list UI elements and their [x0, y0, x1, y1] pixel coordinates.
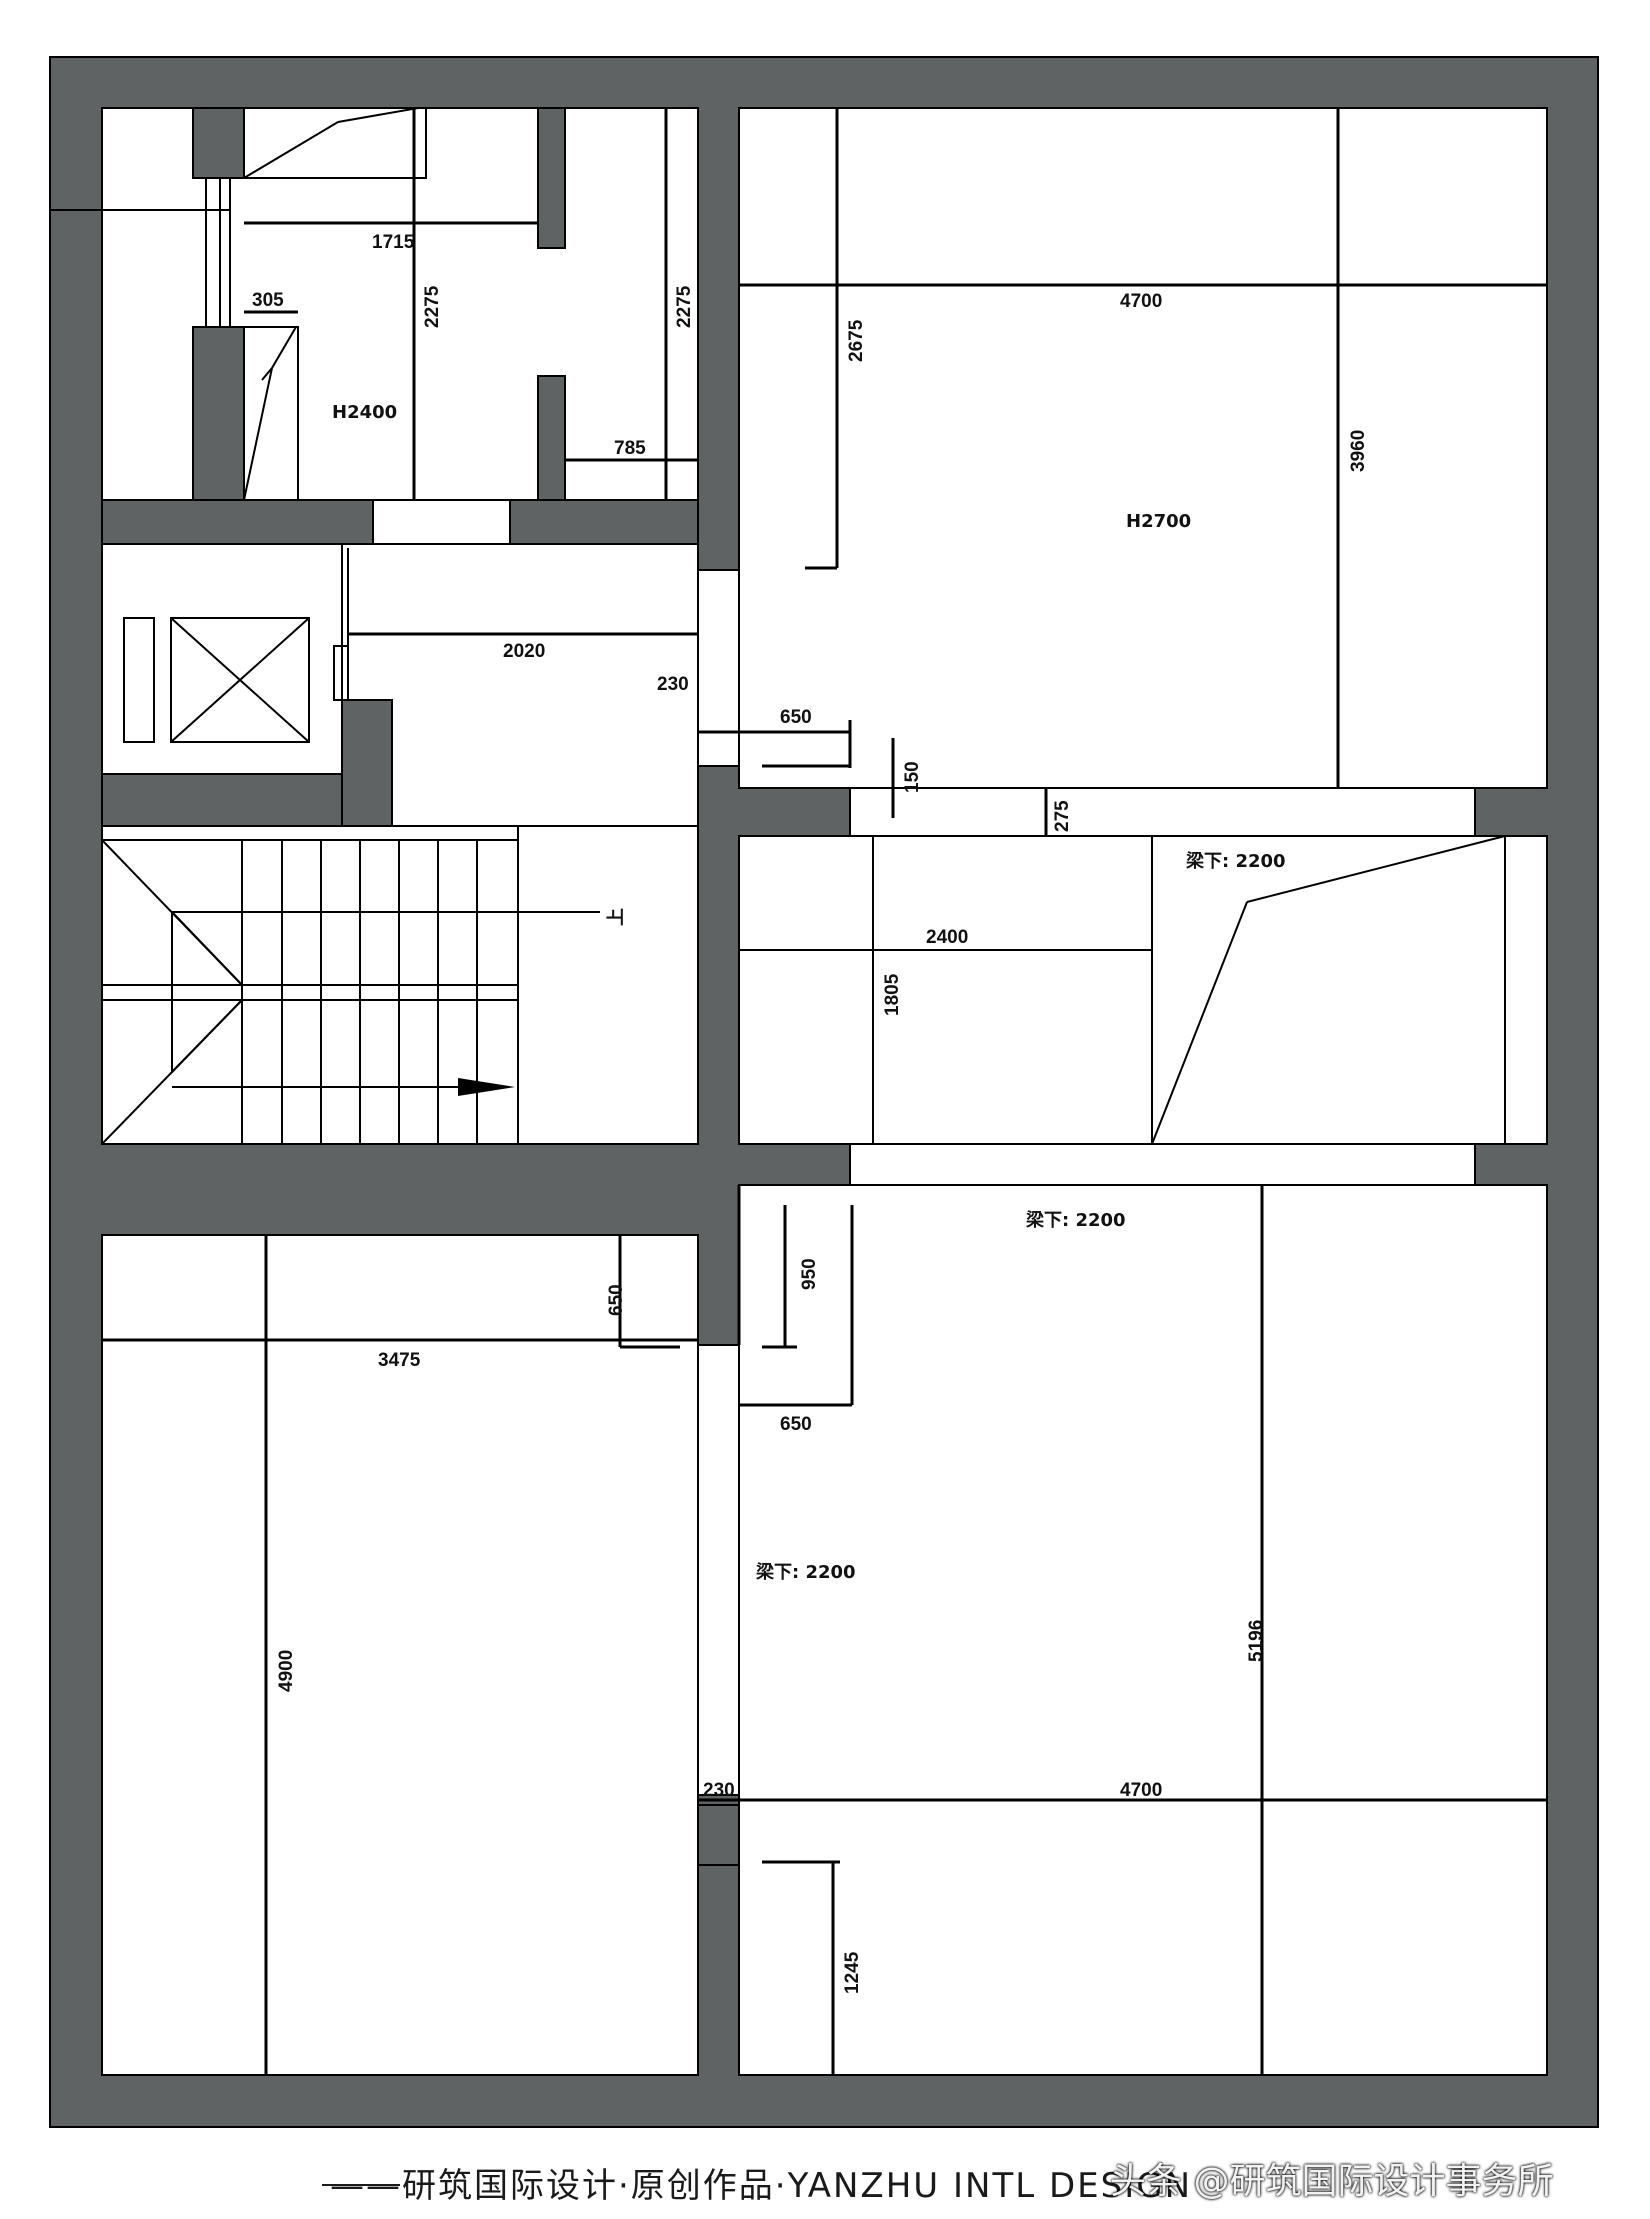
- wall-stub: [537, 107, 566, 249]
- floor-plan: 1715 305 2275 2275 785 H2400 2020 230 47…: [49, 56, 1599, 2128]
- wall-band: [101, 499, 374, 545]
- note-beam-2: 梁下: 2200: [1025, 1209, 1126, 1231]
- dim-4900: 4900: [276, 1650, 297, 1692]
- dim-2400: 2400: [926, 927, 968, 948]
- wall-stub: [341, 699, 393, 827]
- wall-stub: [697, 1804, 740, 1866]
- dim-2675: 2675: [846, 319, 867, 362]
- dim-150: 150: [902, 761, 923, 793]
- caption-rule: [322, 2184, 400, 2186]
- dimension-lines: [102, 108, 1547, 2075]
- shower-frame: [243, 107, 427, 179]
- dim-2020: 2020: [503, 641, 545, 662]
- watermark: 头条 @研筑国际设计事务所: [1110, 2161, 1554, 2202]
- room-bathroom: [101, 107, 699, 501]
- dim-305: 305: [252, 290, 284, 311]
- dim-650-right: 650: [780, 1414, 812, 1435]
- dim-2275-left: 2275: [422, 285, 443, 328]
- dim-230-bottom: 230: [703, 1780, 735, 1801]
- dim-1245: 1245: [842, 1951, 863, 1994]
- room-bedroom-top-right: [738, 107, 1548, 789]
- dim-3475: 3475: [378, 1350, 421, 1371]
- dim-650-mid: 650: [780, 707, 812, 728]
- note-beam-3: 梁下: 2200: [755, 1561, 856, 1583]
- dim-1805: 1805: [882, 973, 903, 1016]
- door-gap-center: [697, 1344, 740, 1796]
- dim-950: 950: [799, 1258, 820, 1290]
- dim-230-top: 230: [657, 674, 689, 695]
- dim-4700-top: 4700: [1120, 291, 1162, 312]
- dim-4700-bottom: 4700: [1120, 1780, 1162, 1801]
- dim-785: 785: [614, 438, 646, 459]
- dim-650-left: 650: [606, 1284, 627, 1316]
- door-gap-right: [849, 787, 1476, 837]
- wall-band: [509, 499, 699, 545]
- dim-1715: 1715: [372, 232, 415, 253]
- wall-column: [192, 326, 245, 501]
- wall-band: [101, 773, 343, 827]
- dim-275: 275: [1052, 800, 1073, 832]
- elevator-panel: [123, 617, 155, 743]
- elevator-car: [170, 617, 310, 743]
- stair-arrow-icon: [458, 1078, 515, 1096]
- wall-column: [192, 107, 245, 179]
- note-beam-1: 梁下: 2200: [1185, 850, 1286, 872]
- dim-3960: 3960: [1348, 430, 1369, 472]
- dim-5196: 5196: [1246, 1620, 1267, 1662]
- door-gap-right-2: [849, 1143, 1476, 1186]
- bathtub: [243, 326, 299, 501]
- room-bottom-right: [738, 1184, 1548, 2076]
- note-h2700: H2700: [1126, 511, 1191, 532]
- caption-bar: ——研筑国际设计·原创作品·YANZHU INTL DESIGN 头条 @研筑国…: [0, 2140, 1650, 2210]
- note-h2400: H2400: [332, 402, 397, 423]
- design-credit: ——研筑国际设计·原创作品·YANZHU INTL DESIGN: [330, 2166, 1193, 2206]
- stair-up-label: 上: [606, 908, 627, 926]
- wall-stub: [537, 375, 566, 501]
- room-corridor: [341, 543, 699, 827]
- room-bath-right: [738, 835, 1548, 1145]
- room-bottom-left: [101, 1234, 699, 2076]
- door-gap-mid: [697, 569, 740, 767]
- dim-2275-right: 2275: [674, 285, 695, 328]
